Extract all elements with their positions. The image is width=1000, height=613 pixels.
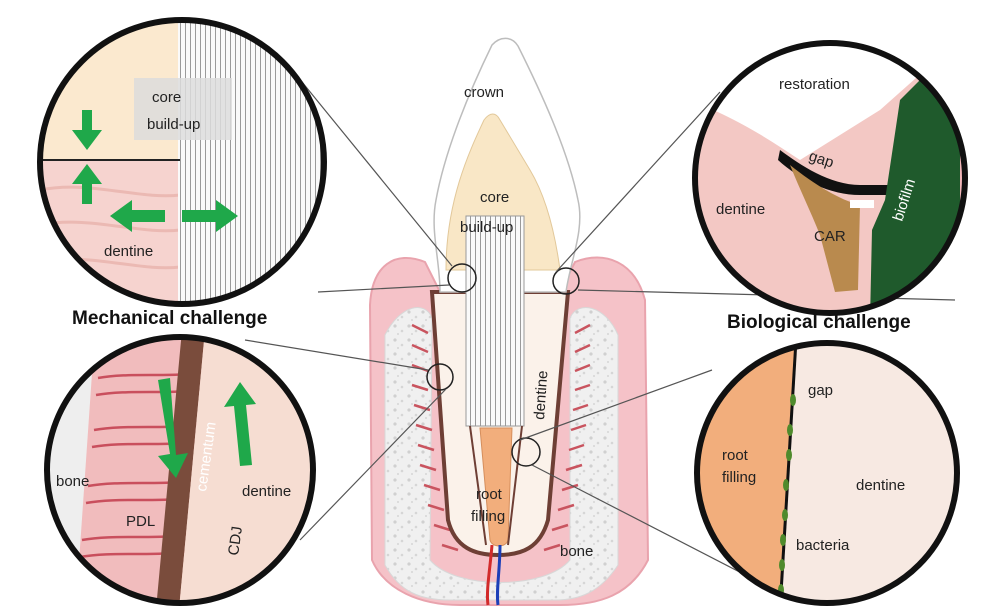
inset-filling: gap root filling dentine bacteria [694, 340, 960, 606]
pdl-dentine-label: dentine [242, 483, 291, 500]
pdl-label: PDL [126, 513, 155, 530]
inset-core-dentine-label: dentine [104, 243, 153, 260]
arrow-down-icon [72, 110, 102, 150]
dentine-label: dentine [531, 370, 551, 420]
inset-core: core build-up dentine [37, 17, 327, 307]
biological-challenge-heading: Biological challenge [727, 312, 911, 333]
bone-label: bone [560, 543, 593, 560]
filling-gap-label: gap [808, 382, 833, 399]
filling-root-label-2: filling [722, 469, 756, 486]
filling-dentine-label: dentine [856, 477, 905, 494]
inset-restoration: restoration gap biofilm dentine CAR [692, 40, 968, 316]
inset-core-label-2: build-up [147, 116, 200, 133]
force-arrows [72, 110, 238, 232]
tooth: crown core build-up dentine root filling… [368, 37, 650, 606]
post [465, 215, 525, 427]
gap-label-top: gap [807, 148, 836, 172]
lens-restoration [552, 267, 580, 295]
bacteria-label: bacteria [796, 537, 850, 554]
crown-label: crown [464, 84, 504, 101]
inset-core-label: core [152, 89, 181, 106]
pdl-bone-label: bone [56, 473, 89, 490]
inset-pdl: bone PDL cementum dentine CDJ [44, 334, 316, 606]
arrow-right-icon [182, 200, 238, 232]
core-label-2: build-up [460, 219, 513, 236]
restoration-dentine-label: dentine [716, 201, 765, 218]
cdj-label: CDJ [225, 525, 246, 556]
lens-core [447, 263, 477, 293]
lens-pdl [426, 363, 454, 391]
car-label: CAR [814, 228, 846, 245]
blood-vessels [486, 544, 494, 606]
arrow-left-icon [110, 200, 165, 232]
root-filling-label: root [476, 486, 503, 503]
arrow-up-icon [224, 382, 256, 466]
restoration-label: restoration [779, 76, 850, 93]
mechanical-challenge-heading: Mechanical challenge [72, 308, 267, 329]
core-label: core [480, 189, 509, 206]
arrow-down-icon [158, 378, 188, 478]
arrow-up-icon [72, 164, 102, 204]
filling-root-label: root [722, 447, 749, 464]
root-filling-label-2: filling [471, 508, 505, 525]
